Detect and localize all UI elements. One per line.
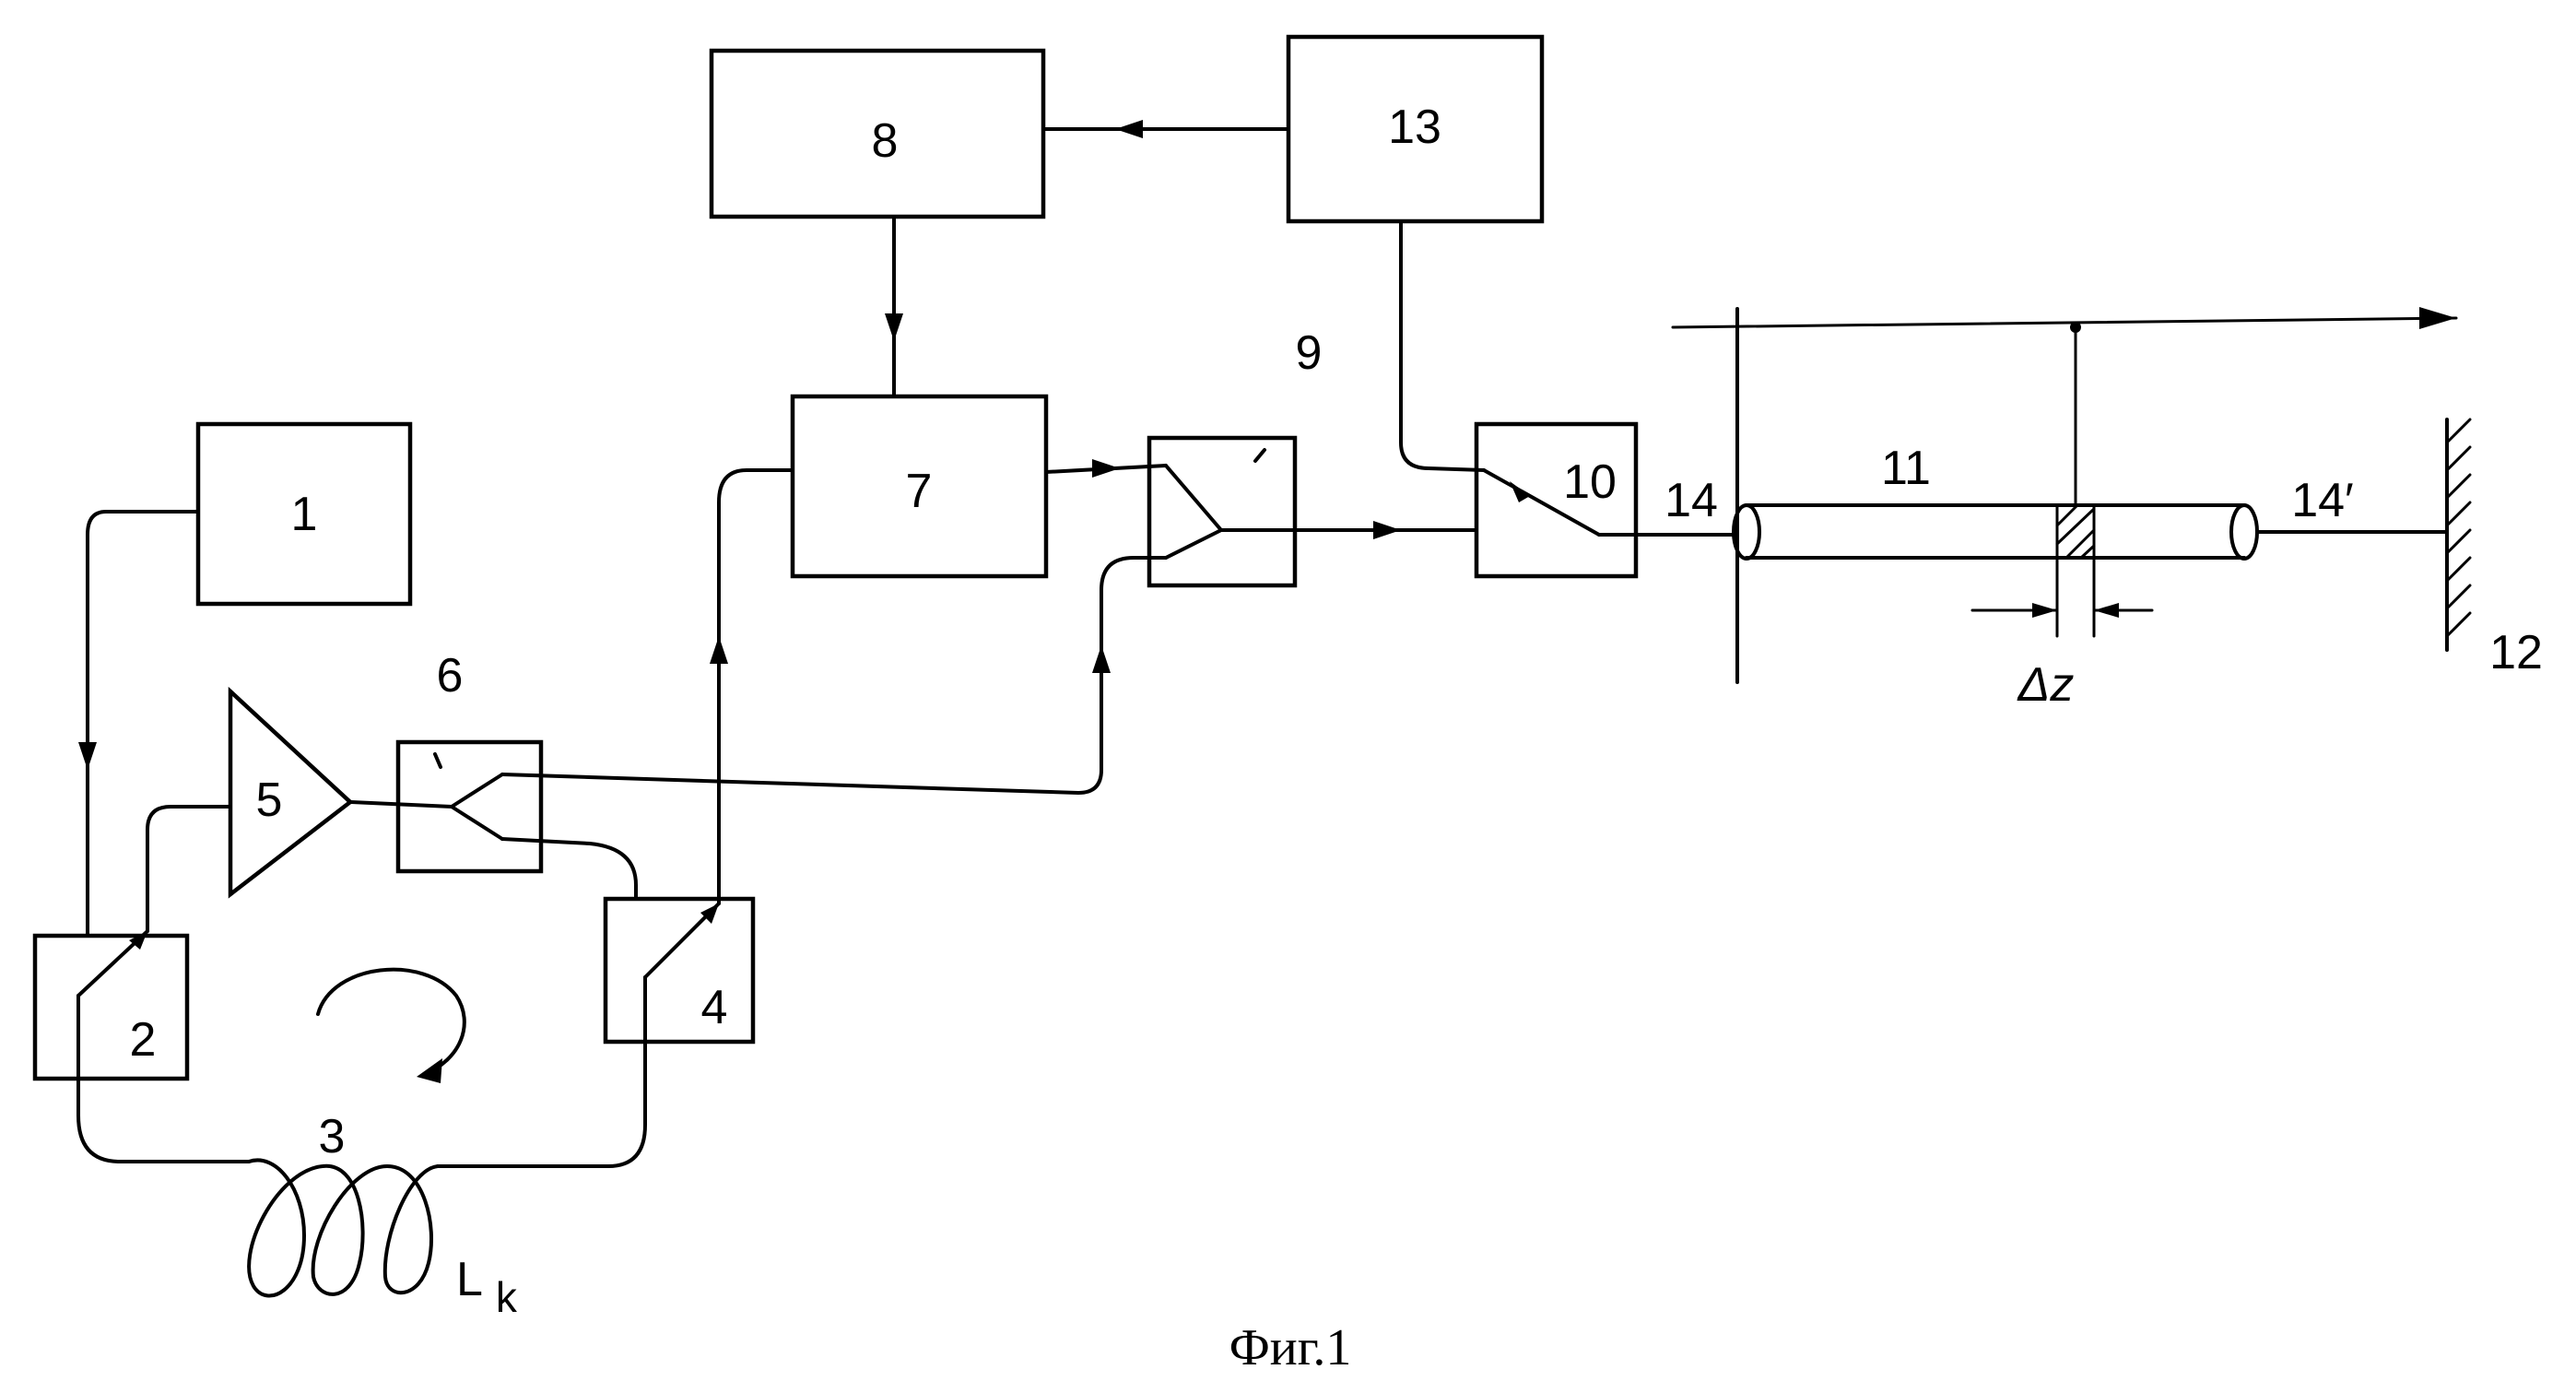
arrow-13-to-8 [1115, 120, 1143, 138]
dz-arrow-left [2032, 603, 2057, 618]
block-10-label: 10 [1563, 455, 1617, 509]
block-2 [35, 936, 187, 1079]
fiber-11-label: 11 [1881, 442, 1931, 495]
line-4-to-7 [719, 470, 793, 903]
mirror-12-label: 12 [2489, 626, 2543, 679]
block-1-label: 1 [291, 488, 318, 541]
arrow-6-to-9 [1092, 645, 1111, 673]
distance-axis-arrow [2419, 307, 2456, 329]
coil-3-label: 3 [319, 1110, 346, 1163]
line-2-to-5 [147, 807, 230, 931]
block-4-label: 4 [701, 981, 728, 1034]
block-2-label: 2 [130, 1013, 157, 1067]
block-8-label: 8 [872, 114, 899, 168]
block-7-label: 7 [906, 465, 933, 518]
line-6-to-9 [502, 558, 1166, 793]
block-9-label: 9 [1296, 326, 1323, 380]
distance-axis [1673, 318, 2456, 327]
segment-dz-label: Δz [2017, 658, 2075, 712]
coil-length-label: Lk [456, 1253, 518, 1321]
amplifier-5 [230, 691, 350, 894]
coil-length-main: L [456, 1253, 483, 1306]
amplifier-5-label: 5 [256, 773, 283, 827]
circulation-arrowhead [417, 1058, 442, 1083]
fiber-end-left-label: 14 [1664, 474, 1718, 527]
block-9 [1149, 438, 1295, 585]
figure-caption: Фиг.1 [1229, 1319, 1352, 1376]
fiber-coil-3 [249, 1160, 438, 1295]
block-4 [606, 899, 753, 1042]
arrow-8-to-7 [885, 313, 903, 341]
arrow-1-to-2 [78, 742, 97, 770]
block-13-label: 13 [1388, 100, 1441, 154]
segment-center-point [2070, 322, 2081, 333]
fiber-11-right-end [2231, 505, 2257, 559]
circulation-arrow [318, 970, 465, 1074]
coil-length-sub: k [496, 1273, 518, 1321]
arrow-4-to-7 [710, 636, 728, 664]
arrow-7-to-9 [1092, 459, 1120, 478]
dz-arrow-right [2094, 603, 2119, 618]
segment-dz-hatch [2057, 505, 2094, 558]
mirror-12-hatch [2447, 419, 2470, 636]
fiber-end-right-label: 14′ [2291, 474, 2354, 527]
block-6-label: 6 [437, 649, 464, 702]
arrow-9-to-10 [1373, 521, 1401, 539]
line-13-to-10 [1401, 221, 1484, 470]
line-1-to-2 [88, 512, 198, 936]
